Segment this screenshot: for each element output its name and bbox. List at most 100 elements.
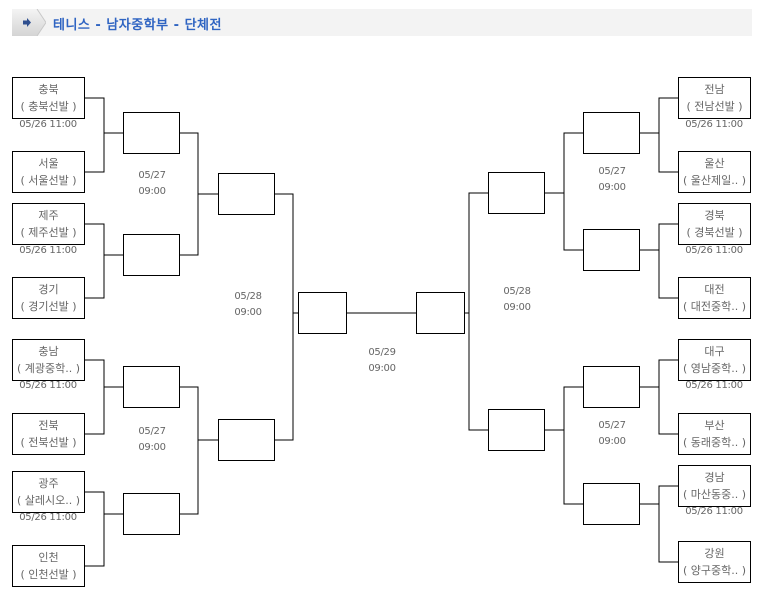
team-slot-right-2[interactable]: 울산 ( 울산제일.. ): [678, 151, 751, 193]
team-school: ( 울산제일.. ): [682, 174, 747, 187]
connector-line: [85, 491, 105, 567]
team-region: 울산: [704, 157, 725, 170]
team-region: 충북: [38, 83, 59, 96]
quarter-date: 05/27: [598, 166, 626, 177]
quarter-slot-left-1[interactable]: [218, 173, 275, 215]
round2-slot-left-2[interactable]: [123, 234, 180, 276]
match-time: 05/26 11:00: [19, 119, 77, 130]
team-region: 제주: [38, 209, 59, 222]
team-school: ( 충북선발 ): [20, 100, 77, 113]
round2-slot-right-1[interactable]: [583, 112, 640, 154]
team-school: ( 제주선발 ): [20, 226, 77, 239]
team-region: 부산: [704, 419, 725, 432]
match-time: 05/26 11:00: [685, 119, 743, 130]
match-time: 05/26 11:00: [19, 245, 77, 256]
team-slot-left-3[interactable]: 제주 ( 제주선발 ): [12, 203, 85, 245]
connector-line: [85, 359, 105, 435]
team-school: ( 양구중학.. ): [682, 564, 747, 577]
team-slot-left-2[interactable]: 서울 ( 서울선발 ): [12, 151, 85, 193]
team-slot-right-3[interactable]: 경북 ( 경북선발 ): [678, 203, 751, 245]
final-date: 05/29: [368, 347, 396, 358]
team-school: ( 인천선발 ): [20, 568, 77, 581]
round2-slot-left-3[interactable]: [123, 366, 180, 408]
page-title: 테니스 - 남자중학부 - 단체전: [53, 18, 222, 33]
team-slot-left-5[interactable]: 충남 ( 계광중학.. ): [12, 339, 85, 381]
team-school: ( 대전중학.. ): [682, 300, 747, 313]
team-region: 전북: [38, 419, 59, 432]
match-time: 05/26 11:00: [685, 245, 743, 256]
connector-line: [563, 132, 583, 251]
semi-slot-right[interactable]: [416, 292, 465, 334]
team-slot-left-1[interactable]: 충북 ( 충북선발 ): [12, 77, 85, 119]
quarter-slot-left-2[interactable]: [218, 419, 275, 461]
final-time: 09:00: [368, 363, 396, 374]
connector-line: [658, 223, 678, 299]
team-slot-right-6[interactable]: 부산 ( 동래중학.. ): [678, 413, 751, 455]
round2-slot-left-4[interactable]: [123, 493, 180, 535]
quarter-time: 09:00: [138, 186, 166, 197]
team-slot-right-5[interactable]: 대구 ( 영남중학.. ): [678, 339, 751, 381]
team-region: 충남: [38, 345, 59, 358]
round2-slot-right-3[interactable]: [583, 366, 640, 408]
connector-line: [85, 223, 105, 299]
team-slot-left-4[interactable]: 경기 ( 경기선발 ): [12, 277, 85, 319]
page-header: 테니스 - 남자중학부 - 단체전: [12, 9, 752, 36]
team-slot-right-7[interactable]: 경남 ( 마산동중.. ): [678, 465, 751, 507]
team-region: 강원: [704, 547, 725, 560]
team-slot-right-4[interactable]: 대전 ( 대전중학.. ): [678, 277, 751, 319]
team-school: ( 전남선발 ): [686, 100, 743, 113]
round2-slot-right-2[interactable]: [583, 229, 640, 271]
team-school: ( 살레시오.. ): [16, 494, 81, 507]
connector-line: [180, 386, 199, 515]
connector-line: [658, 359, 678, 435]
quarter-time: 09:00: [598, 182, 626, 193]
match-time: 05/26 11:00: [685, 380, 743, 391]
arrow-right-icon: [12, 9, 46, 36]
connector-line: [563, 386, 583, 505]
connector-line: [180, 132, 199, 256]
quarter-slot-right-1[interactable]: [488, 172, 545, 214]
connector-line: [658, 485, 678, 563]
semi-date: 05/28: [234, 291, 262, 302]
connector-line: [658, 97, 678, 173]
team-school: ( 영남중학.. ): [682, 362, 747, 375]
team-school: ( 경북선발 ): [686, 226, 743, 239]
team-slot-left-6[interactable]: 전북 ( 전북선발 ): [12, 413, 85, 455]
team-region: 경기: [38, 283, 59, 296]
team-slot-right-1[interactable]: 전남( 전남선발 ): [678, 77, 751, 119]
team-region: 서울: [38, 157, 59, 170]
team-school: ( 계광중학.. ): [16, 362, 81, 375]
team-school: ( 동래중학.. ): [682, 436, 747, 449]
quarter-date: 05/27: [138, 426, 166, 437]
quarter-time: 09:00: [138, 442, 166, 453]
team-school: ( 서울선발 ): [20, 174, 77, 187]
semi-time: 09:00: [503, 302, 531, 313]
semi-time: 09:00: [234, 307, 262, 318]
connector-line: [85, 97, 105, 173]
team-region: 인천: [38, 551, 59, 564]
team-slot-left-8[interactable]: 인천 ( 인천선발 ): [12, 545, 85, 587]
semi-date: 05/28: [503, 286, 531, 297]
team-school: ( 마산동중.. ): [682, 488, 747, 501]
round2-slot-right-4[interactable]: [583, 483, 640, 525]
team-region: 경북: [704, 209, 725, 222]
connector-line: [275, 193, 294, 441]
team-region: 대전: [704, 283, 725, 296]
team-school: ( 전북선발 ): [20, 436, 77, 449]
team-region: 광주: [38, 477, 59, 490]
quarter-date: 05/27: [598, 420, 626, 431]
team-slot-right-8[interactable]: 강원 ( 양구중학.. ): [678, 541, 751, 583]
team-region: 경남: [704, 471, 725, 484]
team-school: ( 경기선발 ): [20, 300, 77, 313]
team-slot-left-7[interactable]: 광주 ( 살레시오.. ): [12, 471, 85, 513]
match-time: 05/26 11:00: [19, 512, 77, 523]
quarter-time: 09:00: [598, 436, 626, 447]
connector-line: [468, 192, 488, 431]
round2-slot-left-1[interactable]: [123, 112, 180, 154]
semi-slot-left[interactable]: [298, 292, 347, 334]
match-time: 05/26 11:00: [685, 506, 743, 517]
quarter-date: 05/27: [138, 170, 166, 181]
quarter-slot-right-2[interactable]: [488, 409, 545, 451]
team-region: 대구: [704, 345, 725, 358]
